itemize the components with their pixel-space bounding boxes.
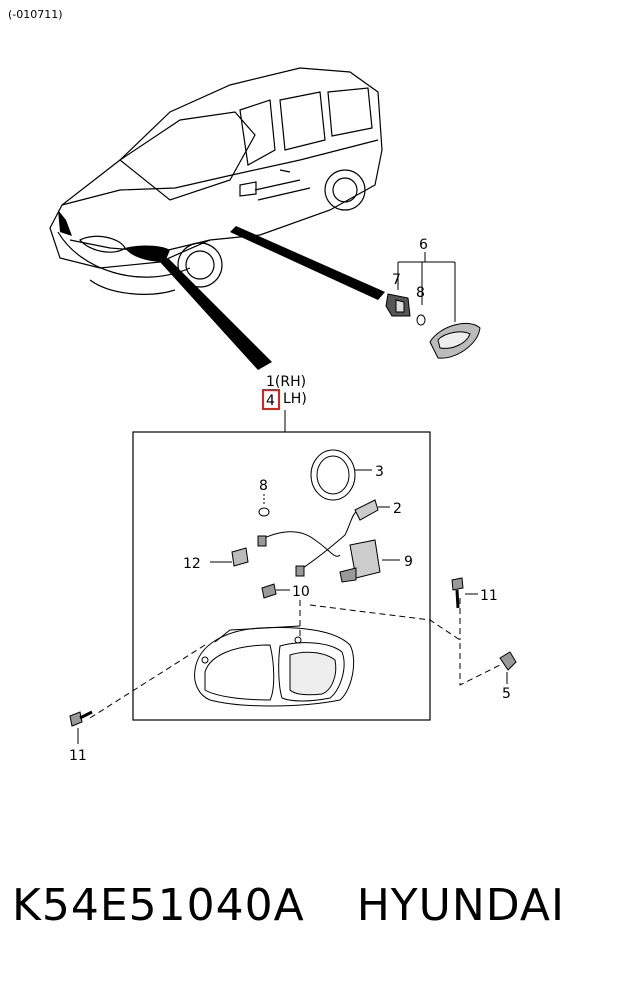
headlamp-parts <box>194 449 400 707</box>
callout-8-lamp: 8 <box>259 478 268 494</box>
callout-7: 7 <box>392 272 401 288</box>
side-marker-group <box>385 252 481 359</box>
part-caption: K54E51040A HYUNDAI <box>12 880 612 931</box>
callout-11-right: 11 <box>480 588 498 604</box>
van-illustration <box>49 67 383 295</box>
van-left-headlamp <box>58 210 72 236</box>
callout-4-number: 4 <box>266 393 275 409</box>
callout-11-left: 11 <box>69 748 87 764</box>
callout-5: 5 <box>502 686 511 702</box>
callout-4-lh: LH) <box>283 391 307 407</box>
callout-10: 10 <box>292 584 310 600</box>
headlamp-leader <box>160 258 272 370</box>
side-marker-leader <box>230 226 385 300</box>
callout-1-rh: 1(RH) <box>266 374 306 390</box>
callout-3: 3 <box>375 464 384 480</box>
assembly-box <box>132 431 431 721</box>
callout-9: 9 <box>404 554 413 570</box>
van-right-headlamp <box>125 245 170 262</box>
callout-6: 6 <box>419 237 428 253</box>
fasteners <box>69 577 517 727</box>
brand-name: HYUNDAI <box>356 880 565 931</box>
callout-8-side: 8 <box>416 285 425 301</box>
callout-2: 2 <box>393 501 402 517</box>
revision-code: (-010711) <box>8 8 63 21</box>
part-number: K54E51040A <box>12 880 305 931</box>
selected-part-highlight <box>262 389 280 410</box>
assembly-guide-lines <box>89 598 501 719</box>
callout-12: 12 <box>183 556 201 572</box>
